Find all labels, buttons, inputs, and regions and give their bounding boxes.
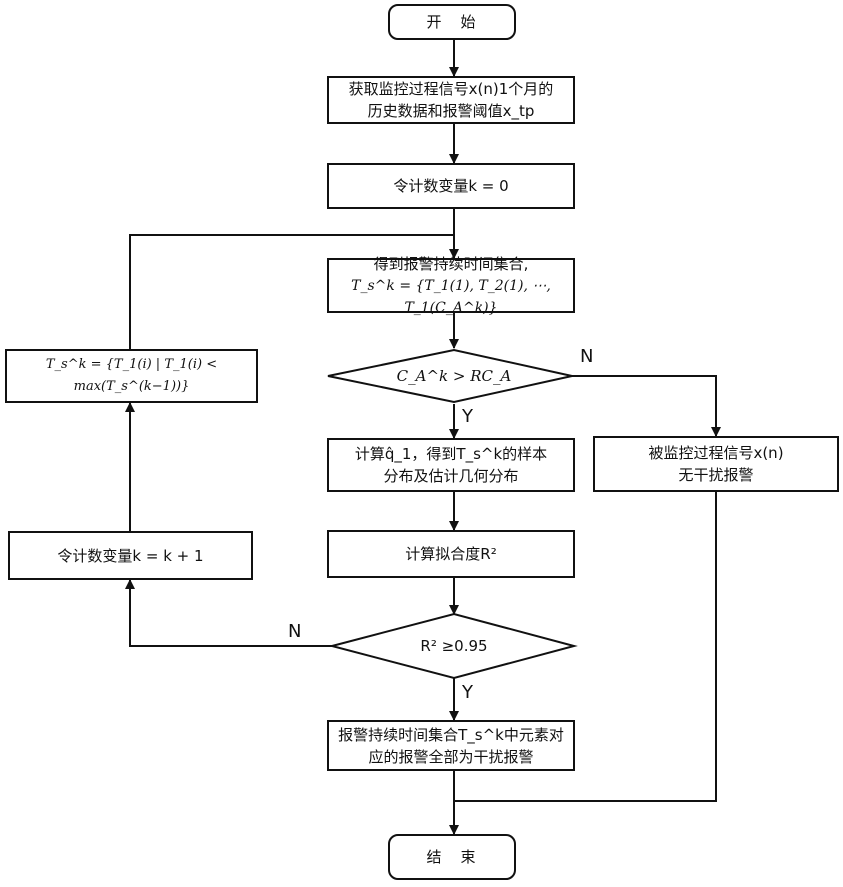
all-nuisance-line2: 应的报警全部为干扰报警: [368, 746, 533, 768]
no-nuisance-box: 被监控过程信号x(n) 无干扰报警: [593, 436, 839, 492]
no-nuisance-line1: 被监控过程信号x(n): [648, 442, 783, 464]
compute-q-box: 计算q̂_1，得到T_s^k的样本 分布及估计几何分布: [327, 438, 575, 492]
increment-counter-box: 令计数变量k = k + 1: [8, 531, 253, 580]
update-set-label: T_s^k = {T_1(i) | T_1(i) < max(T_s^(k−1)…: [7, 354, 256, 398]
compute-q-line1: 计算q̂_1，得到T_s^k的样本: [355, 443, 547, 465]
all-nuisance-box: 报警持续时间集合T_s^k中元素对 应的报警全部为干扰报警: [327, 720, 575, 771]
decision1-no-label: N: [580, 346, 593, 367]
end-label: 结 束: [426, 846, 477, 868]
duration-set-line2: T_s^k = {T_1(1), T_2(1), ⋯, T_1(C_A^k)}: [329, 275, 573, 319]
compute-q-line2: 分布及估计几何分布: [383, 465, 518, 487]
start-terminal: 开 始: [388, 4, 516, 40]
update-set-box: T_s^k = {T_1(i) | T_1(i) < max(T_s^(k−1)…: [5, 349, 258, 403]
no-nuisance-line2: 无干扰报警: [678, 464, 753, 486]
decision2-no-label: N: [288, 621, 301, 642]
compute-r2-label: 计算拟合度R²: [405, 543, 496, 565]
get-history-line1: 获取监控过程信号x(n)1个月的: [349, 78, 554, 100]
start-label: 开 始: [426, 11, 477, 33]
edge-decision1-no: [572, 376, 716, 436]
duration-set-line1: 得到报警持续时间集合,: [374, 253, 529, 275]
duration-set-box: 得到报警持续时间集合, T_s^k = {T_1(1), T_2(1), ⋯, …: [327, 258, 575, 313]
decision1-yes-label: Y: [462, 406, 473, 427]
get-history-line2: 历史数据和报警阈值x_tp: [368, 100, 535, 122]
increment-counter-label: 令计数变量k = k + 1: [57, 545, 203, 567]
edge-decision2-no: [130, 580, 334, 646]
end-terminal: 结 束: [388, 834, 516, 880]
all-nuisance-line1: 报警持续时间集合T_s^k中元素对: [338, 724, 564, 746]
decision-r2-label-wrap: R² ≥0.95: [394, 634, 514, 658]
init-counter-box: 令计数变量k = 0: [327, 163, 575, 209]
decision-ca-label: C_A^k > RC_A: [397, 365, 512, 387]
get-history-box: 获取监控过程信号x(n)1个月的 历史数据和报警阈值x_tp: [327, 76, 575, 124]
init-counter-label: 令计数变量k = 0: [393, 175, 508, 197]
decision-r2-label: R² ≥0.95: [420, 635, 487, 657]
compute-r2-box: 计算拟合度R²: [327, 530, 575, 578]
decision-ca-label-wrap: C_A^k > RC_A: [384, 364, 524, 388]
decision2-yes-label: Y: [462, 682, 473, 703]
